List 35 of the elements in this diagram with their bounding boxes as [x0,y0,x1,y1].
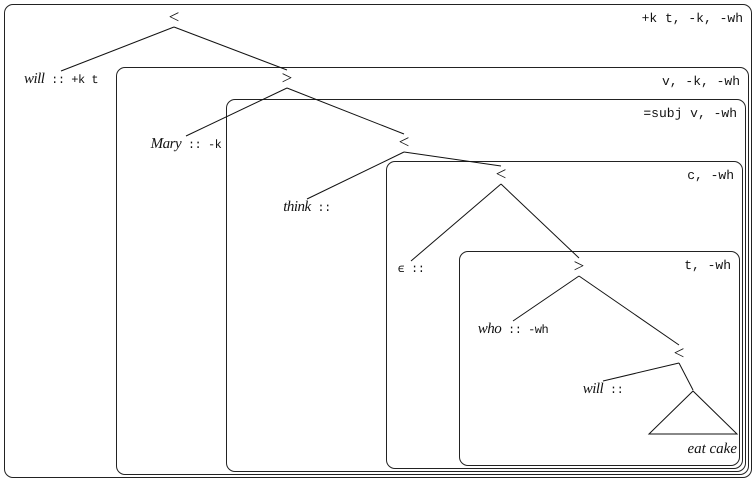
feature-label: c, -wh [687,168,734,183]
merge-symbol: > [282,70,292,88]
tree-branch [578,276,680,346]
merge-symbol: > [574,258,584,276]
rounded-frame [116,67,749,475]
merge-symbol: < [496,166,506,184]
merge-symbol: < [168,9,180,27]
rounded-frame [4,4,752,478]
lexical-item: think :: [283,199,331,216]
tree-branch [174,26,288,70]
merge-symbol: < [398,134,410,152]
lexical-item: who :: -wh [478,321,548,338]
tree-branch [500,184,580,258]
tree-branch [512,276,580,322]
tree-branch [404,152,502,166]
rounded-frame [226,99,746,472]
rounded-frame [386,161,743,469]
feature-label: =subj v, -wh [643,106,737,121]
tree-branch [602,362,680,382]
feature-label: +k t, -k, -wh [642,11,743,26]
lexical-item: Mary :: -k [150,136,222,153]
merge-symbol: < [674,345,684,363]
tree-branch [678,362,694,390]
tree-branch [286,88,404,134]
lexical-item: ϵ :: [398,261,424,277]
leaf-label: eat cake [687,441,737,458]
feature-label: v, -k, -wh [662,74,740,89]
lexical-item: will :: +k t [24,71,98,88]
lexical-item: will :: [582,381,624,398]
tree-branch [186,88,288,136]
tree-branch [60,26,174,72]
rounded-frame [459,251,740,466]
tree-branch [410,184,502,262]
feature-label: t, -wh [684,258,731,273]
tree-branch [306,152,404,200]
